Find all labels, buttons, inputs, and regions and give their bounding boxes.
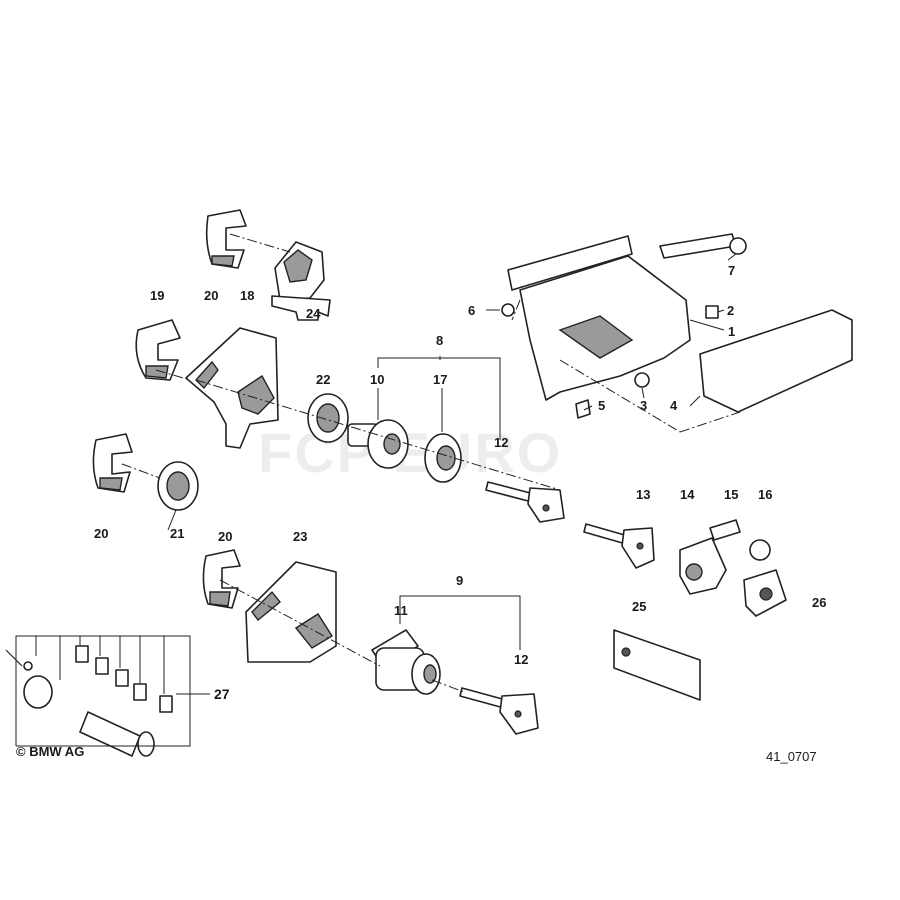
callout-16: 16 [758, 487, 773, 502]
callout-4: 4 [670, 398, 678, 413]
callout-20-mid: 20 [94, 526, 109, 541]
callout-7: 7 [728, 263, 736, 278]
callout-19: 19 [150, 288, 165, 303]
callout-2: 2 [727, 303, 735, 318]
part-11-cylinder [371, 629, 441, 695]
part-3-bushing [634, 372, 650, 388]
callout-18: 18 [240, 288, 255, 303]
callout-1: 1 [728, 324, 736, 339]
callout-5: 5 [598, 398, 606, 413]
callout-12-bottom: 12 [514, 652, 529, 667]
part-15-pin [709, 519, 741, 541]
part-16-cap [749, 539, 771, 561]
part-20-clip-top [205, 209, 247, 269]
part-12-key-top [485, 481, 565, 523]
callout-21: 21 [170, 526, 185, 541]
callout-11: 11 [394, 603, 408, 618]
callout-8: 8 [436, 333, 444, 348]
callout-23: 23 [293, 529, 308, 544]
part-12-key-bottom [459, 687, 539, 735]
part-22-ring [307, 393, 349, 443]
part-20-clip-low [202, 549, 241, 609]
callout-6: 6 [468, 303, 476, 318]
part-17-seal [424, 433, 462, 483]
callout-3: 3 [640, 398, 648, 413]
part-23-bracket [245, 561, 337, 663]
leader-lines [15, 253, 737, 747]
callout-20-top: 20 [204, 288, 219, 303]
callout-9: 9 [456, 573, 464, 588]
callout-26: 26 [812, 595, 827, 610]
copyright-notice: © BMW AG [16, 744, 85, 759]
part-4-handle [699, 309, 853, 413]
callout-25: 25 [632, 599, 647, 614]
part-18-lever [185, 327, 279, 449]
part-2-clip [705, 305, 719, 319]
watermark: FCP EURO [258, 421, 563, 484]
callout-27: 27 [214, 686, 230, 702]
part-10-cylinder [347, 419, 409, 469]
callout-24: 24 [306, 306, 321, 321]
part-21-ring [157, 461, 199, 511]
part-25-plate [613, 629, 701, 701]
callout-20-low: 20 [218, 529, 233, 544]
part-7-rod [659, 233, 747, 259]
part-26-cover [743, 569, 787, 617]
callout-17: 17 [433, 372, 448, 387]
assembly-axes [121, 233, 741, 693]
drawing-number: 41_0707 [766, 749, 817, 764]
part-5-screw [575, 399, 591, 419]
callout-12-top: 12 [494, 435, 509, 450]
part-14-lock [679, 537, 727, 595]
callout-15: 15 [724, 487, 739, 502]
part-1-carrier [507, 235, 691, 401]
callout-14: 14 [680, 487, 695, 502]
part-24-bracket [271, 241, 331, 321]
part-19-clip [135, 319, 181, 381]
callout-13: 13 [636, 487, 651, 502]
part-13-key [583, 523, 655, 569]
part-27-kit [5, 645, 173, 757]
callout-10: 10 [370, 372, 385, 387]
part-20-clip-mid [92, 433, 133, 493]
part-6-nut [501, 303, 515, 317]
callout-22: 22 [316, 372, 331, 387]
